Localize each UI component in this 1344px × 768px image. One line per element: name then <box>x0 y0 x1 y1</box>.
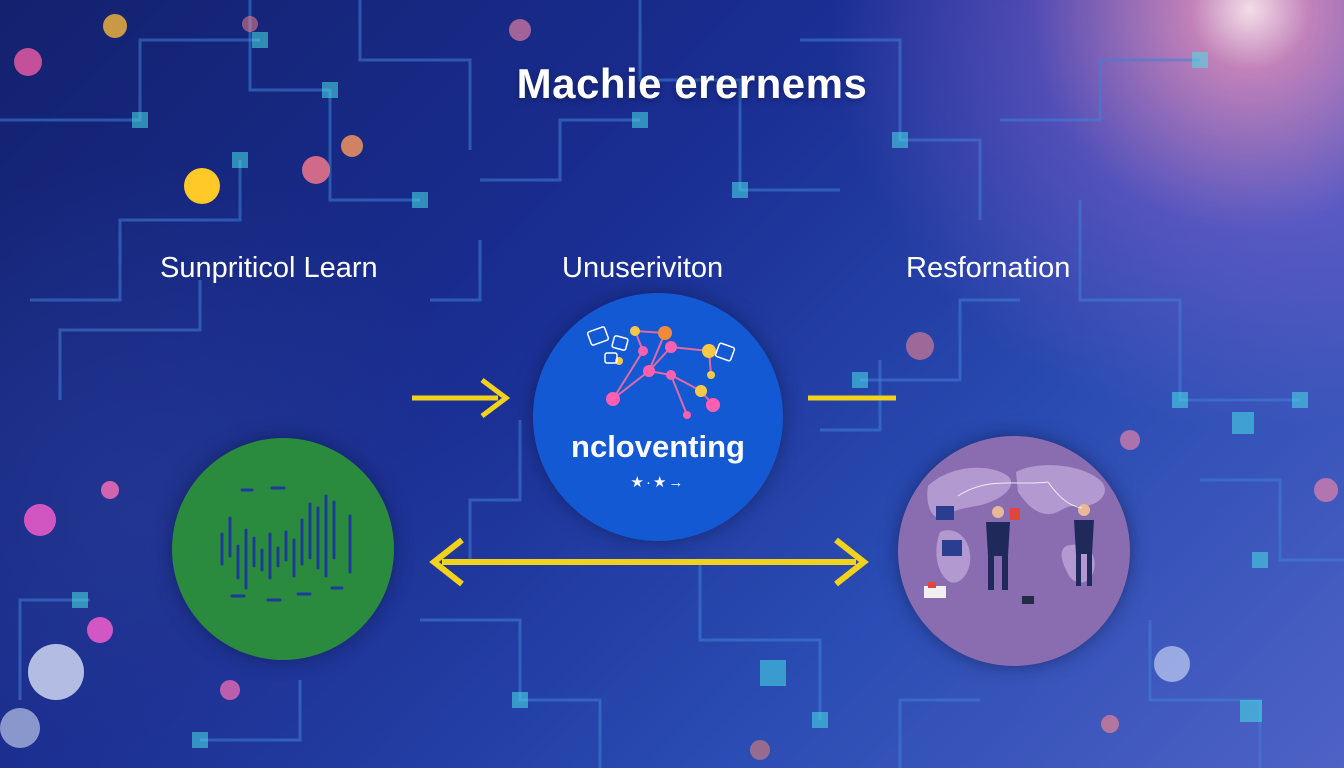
arrow-right-icon <box>412 378 511 418</box>
unsupervised-learning-label: Unuseriviton <box>562 252 724 284</box>
unsupervised-node: ncloventing ★·★→ <box>533 293 783 541</box>
supervised-node <box>172 438 394 660</box>
unsupervised-node-marks: ★·★→ <box>630 474 686 491</box>
reinforcement-node <box>898 436 1130 666</box>
world-map-people-icon <box>924 465 1105 604</box>
person-figure <box>986 506 1020 590</box>
network-graph-icon <box>586 326 736 419</box>
diagram-title: Machie erernems <box>516 60 868 107</box>
waveform-icon <box>220 486 352 602</box>
reinforcement-learning-label: Resfornation <box>906 252 1071 284</box>
double-arrow-icon <box>429 537 869 587</box>
supervised-learning-label: Sunpriticol Learn <box>160 252 378 284</box>
person-figure <box>1074 504 1094 586</box>
unsupervised-node-caption: ncloventing <box>571 429 745 464</box>
